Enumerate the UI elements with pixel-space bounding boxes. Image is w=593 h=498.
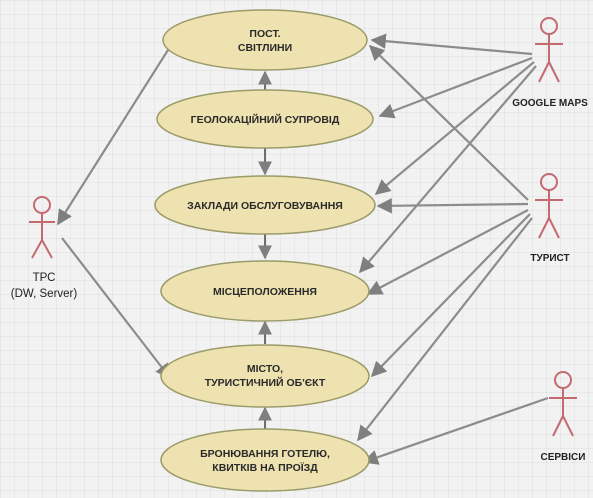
- actor-services-leg-right: [562, 415, 574, 437]
- assoc-gmaps-to-location: [358, 65, 537, 274]
- assoc-gmaps-to-geo: [378, 56, 533, 119]
- usecase-booking-shape: [160, 428, 370, 492]
- assoc-services-to-booking: [362, 396, 549, 465]
- actor-trs-leg-right: [41, 239, 53, 259]
- actor-google-maps-label: GOOGLE MAPS: [512, 98, 588, 109]
- usecase-post-photos-line1: ПОСТ.: [249, 28, 280, 40]
- usecase-location-label: МІСЦЕПОЛОЖЕННЯ: [213, 286, 317, 298]
- use-cases: ПОСТ. СВІТЛИНИ ГЕОЛОКАЦІЙНИЙ СУПРОВІД ЗА…: [154, 9, 376, 492]
- actor-tourist-leg-right: [548, 217, 560, 239]
- assoc-post-to-trs: [57, 49, 169, 226]
- usecase-geolocation-shape: [156, 89, 374, 149]
- actor-trs[interactable]: [29, 196, 55, 259]
- actor-google-maps-head: [540, 17, 558, 35]
- usecase-booking[interactable]: БРОНЮВАННЯ ГОТЕЛЮ, КВИТКІВ НА ПРОЇЗД: [160, 428, 370, 492]
- assoc-tourist-to-city: [370, 213, 531, 378]
- actor-google-maps-leg-left: [538, 61, 550, 83]
- actor-trs-label-line1: ТРС: [33, 272, 56, 284]
- assoc-trs-to-city: [61, 237, 171, 380]
- actor-services-leg-left: [552, 415, 564, 437]
- actor-trs-head: [33, 196, 51, 214]
- assoc-tourist-to-post: [368, 44, 529, 201]
- actor-tourist-leg-left: [538, 217, 550, 239]
- actor-services[interactable]: [549, 371, 577, 437]
- usecase-city-shape: [160, 344, 370, 408]
- usecase-location-shape: [160, 260, 370, 322]
- usecase-location[interactable]: МІСЦЕПОЛОЖЕННЯ: [160, 260, 370, 322]
- usecase-booking-line2: КВИТКІВ НА ПРОЇЗД: [212, 461, 318, 474]
- assoc-tourist-to-booking: [357, 217, 533, 442]
- usecase-post-photos-shape: [162, 9, 368, 71]
- assoc-tourist-to-location: [366, 209, 529, 295]
- assoc-gmaps-to-post: [370, 33, 533, 56]
- assoc-tourist-to-services: [376, 198, 529, 214]
- usecase-service-places-shape: [154, 175, 376, 235]
- actor-trs-label-line2: (DW, Server): [11, 288, 78, 300]
- association-relations: [57, 33, 549, 465]
- actor-tourist-label: ТУРИСТ: [530, 253, 569, 264]
- actors: ТРС (DW, Server) GOOGLE MAPS ТУРИСТ: [11, 17, 588, 463]
- usecase-city-line1: МІСТО,: [247, 363, 283, 375]
- usecase-geolocation-label: ГЕОЛОКАЦІЙНИЙ СУПРОВІД: [191, 113, 340, 126]
- usecase-geolocation[interactable]: ГЕОЛОКАЦІЙНИЙ СУПРОВІД: [156, 89, 374, 149]
- actor-services-label: СЕРВІСИ: [541, 452, 586, 463]
- usecase-service-places[interactable]: ЗАКЛАДИ ОБСЛУГОВУВАННЯ: [154, 175, 376, 235]
- actor-services-head: [554, 371, 572, 389]
- actor-google-maps-leg-right: [548, 61, 560, 83]
- usecase-booking-line1: БРОНЮВАННЯ ГОТЕЛЮ,: [200, 448, 330, 460]
- usecase-service-places-label: ЗАКЛАДИ ОБСЛУГОВУВАННЯ: [187, 200, 343, 212]
- usecase-post-photos-line2: СВІТЛИНИ: [238, 42, 292, 54]
- usecase-city-line2: ТУРИСТИЧНИЙ ОБ'ЄКТ: [205, 376, 326, 389]
- usecase-city[interactable]: МІСТО, ТУРИСТИЧНИЙ ОБ'ЄКТ: [160, 344, 370, 408]
- actor-tourist[interactable]: [535, 173, 563, 239]
- usecase-post-photos[interactable]: ПОСТ. СВІТЛИНИ: [162, 9, 368, 71]
- actor-tourist-head: [540, 173, 558, 191]
- actor-trs-leg-left: [31, 239, 43, 259]
- actor-google-maps[interactable]: [535, 17, 563, 83]
